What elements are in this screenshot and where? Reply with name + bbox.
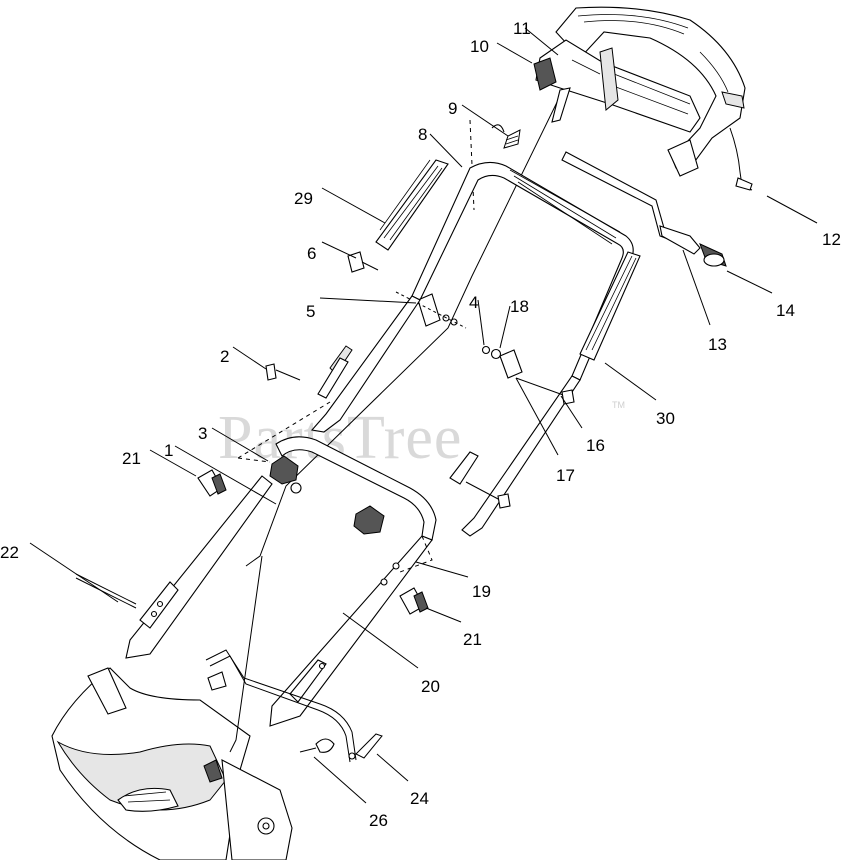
leader-line-9 (461, 104, 509, 137)
cable-clamp-5 (395, 291, 467, 329)
leader-line-16 (560, 395, 583, 429)
callout-label-18: 18 (510, 297, 529, 316)
leader-line-3 (211, 427, 269, 462)
watermark-tm: TM (612, 400, 625, 410)
callout-label-16: 16 (586, 436, 605, 455)
leader-line-20 (342, 612, 419, 669)
upper-right-tube (449, 375, 581, 537)
callout-label-24: 24 (410, 789, 429, 808)
leader-line-13 (682, 249, 711, 326)
callout-label-11: 11 (513, 19, 531, 38)
leader-line-21 (149, 449, 197, 477)
callout-label-29: 29 (294, 189, 313, 208)
leader-line-11 (524, 27, 559, 56)
leader-line-21 (425, 607, 462, 623)
dash-guide-19 (399, 535, 433, 573)
grip-plate-left (375, 159, 449, 251)
callout-label-5: 5 (306, 302, 315, 321)
dash-guide-left (237, 401, 331, 463)
leader-line-30 (604, 362, 657, 401)
callout-label-10: 10 (470, 37, 489, 56)
leader-line-8 (429, 133, 463, 168)
cable-connector (659, 225, 727, 267)
knob-4-18 (481, 345, 523, 379)
callout-label-26: 26 (369, 811, 388, 830)
bolt-6 (347, 251, 379, 273)
leader-line-29 (321, 187, 386, 224)
leader-line-4 (477, 299, 485, 346)
leader-line-17 (515, 377, 559, 456)
dash-guide-line (469, 119, 475, 211)
knob-21-right (399, 587, 429, 615)
lower-handle (125, 436, 437, 727)
upper-handle (411, 161, 634, 381)
callout-label-30: 30 (656, 409, 675, 428)
bail-linkage (205, 649, 383, 763)
lower-drive-cable (229, 555, 263, 753)
leader-line-24 (376, 753, 409, 782)
bolt-2 (265, 363, 301, 381)
leader-line-26 (313, 756, 367, 804)
bolt-16 (515, 377, 575, 405)
callout-label-22: 22 (0, 543, 19, 562)
cable-tie-22-b (75, 577, 137, 609)
callout-label-6: 6 (307, 244, 316, 263)
knob-3 (269, 455, 302, 494)
leader-line-12 (766, 195, 818, 224)
callout-label-20: 20 (421, 677, 440, 696)
mower-deck (51, 667, 293, 860)
grip-plate-right (579, 251, 641, 361)
knob-21-left (197, 469, 227, 497)
callout-label-17: 17 (556, 466, 575, 485)
callout-label-1: 1 (164, 441, 173, 460)
callout-label-4: 4 (469, 293, 478, 312)
cable-sleeve-top (551, 87, 571, 123)
bolt-mid-right (465, 481, 511, 509)
callout-label-14: 14 (776, 301, 795, 320)
leader-line-19 (415, 561, 469, 578)
callout-layer: 11 10 9 8 29 12 6 4 18 5 14 13 2 30 3 16 1 21 17 22 19 21 20 24… (0, 19, 841, 830)
callout-label-12: 12 (822, 230, 841, 249)
leader-line-1 (174, 445, 277, 505)
upper-left-tube (310, 295, 421, 433)
callout-label-2: 2 (220, 347, 229, 366)
knob-mid (353, 505, 385, 535)
callout-label-8: 8 (418, 125, 427, 144)
callout-label-21: 21 (463, 630, 482, 649)
leader-line-22 (29, 542, 119, 603)
callout-label-21: 21 (122, 449, 141, 468)
drive-cable (245, 91, 563, 567)
cable-end-12 (735, 177, 753, 191)
cable-tie-22 (75, 573, 137, 605)
control-bar-assembly (533, 6, 746, 177)
callout-label-3: 3 (198, 424, 207, 443)
leader-line-10 (496, 42, 533, 64)
leader-line-6 (321, 241, 357, 259)
leader-line-2 (232, 346, 267, 370)
leader-line-14 (726, 270, 773, 294)
callout-label-9: 9 (448, 99, 457, 118)
spring-clip (491, 124, 521, 149)
leader-line-18 (499, 305, 511, 349)
leader-line-5 (319, 297, 417, 304)
callout-label-19: 19 (472, 582, 491, 601)
callout-label-13: 13 (708, 335, 727, 354)
